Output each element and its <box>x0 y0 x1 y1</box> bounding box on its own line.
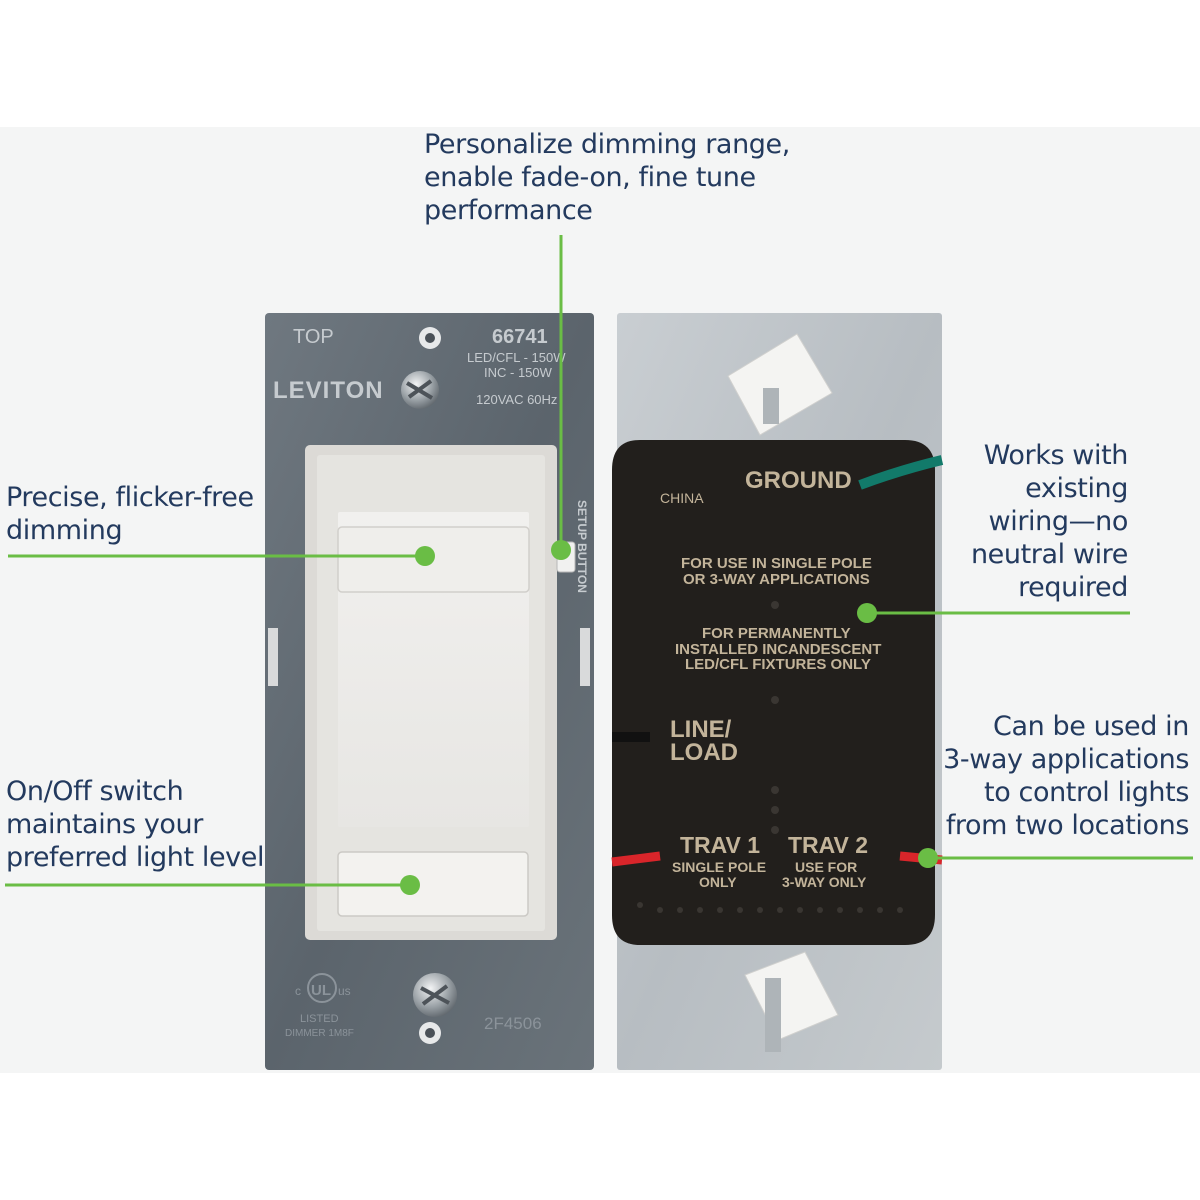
callout-dimming-line-1: Precise, flicker-free <box>6 482 254 513</box>
origin-label: CHINA <box>660 490 704 506</box>
ground-wire <box>858 455 944 490</box>
terminal-screw-bottom <box>765 978 781 1052</box>
use-note-2: OR 3-WAY APPLICATIONS <box>683 571 870 588</box>
line-label: LINE/ <box>670 716 732 743</box>
callout-onoff-line-3: preferred light level <box>6 842 265 873</box>
onoff-callout-dot <box>400 875 420 895</box>
callout-setup-line-1: Personalize dimming range, <box>424 129 790 160</box>
rating-voltage: 120VAC 60Hz <box>476 392 557 407</box>
wiring-callout-dot <box>857 603 877 623</box>
callout-dimming-line-2: dimming <box>6 515 123 546</box>
setup-callout-dot <box>551 540 571 560</box>
traveler-wire-1 <box>611 851 661 867</box>
callout-onoff: On/Off switch maintains your preferred l… <box>6 775 264 874</box>
callout-lines <box>5 235 1193 895</box>
dimmer-front: TOP 66741 LED/CFL - 150W INC - 150W 120V… <box>265 313 594 1070</box>
brand-logo: LEVITON <box>273 377 384 404</box>
trav1-sub-1: SINGLE POLE <box>672 859 766 875</box>
trav2-sub-2: 3-WAY ONLY <box>782 874 867 890</box>
svg-text:c: c <box>295 984 301 998</box>
dimmer-back: GROUND CHINA FOR USE IN SINGLE POLE OR 3… <box>611 313 944 1070</box>
callout-threeway: Can be used in 3-way applications to con… <box>943 710 1189 842</box>
callout-wiring-line-2: existing <box>1025 473 1128 504</box>
callout-wiring-line-5: required <box>1018 572 1128 603</box>
callout-threeway-line-3: to control lights <box>984 777 1189 808</box>
callout-wiring: Works with existing wiring—no neutral wi… <box>971 439 1128 604</box>
setup-button-label: SETUP BUTTON <box>575 500 589 593</box>
callout-wiring-line-3: wiring—no <box>988 506 1129 537</box>
strap-label-top: TOP <box>293 326 334 348</box>
clamp-tab-top <box>727 333 833 436</box>
callout-threeway-line-1: Can be used in <box>993 711 1189 742</box>
callout-wiring-line-1: Works with <box>983 440 1129 471</box>
model-number: 66741 <box>492 326 548 348</box>
callout-onoff-line-2: maintains your <box>6 809 203 840</box>
svg-text:DIMMER 1M8F: DIMMER 1M8F <box>285 1028 354 1039</box>
trav2-label: TRAV 2 <box>788 832 868 858</box>
callout-setup-line-3: performance <box>424 195 593 226</box>
callout-wiring-line-4: neutral wire <box>970 539 1128 570</box>
trav1-label: TRAV 1 <box>680 832 760 858</box>
callout-setup: Personalize dimming range, enable fade-o… <box>424 128 790 227</box>
mounting-screw-top <box>401 371 439 409</box>
callout-dimming: Precise, flicker-free dimming <box>6 481 254 547</box>
svg-text:LISTED: LISTED <box>300 1013 339 1025</box>
callout-threeway-line-2: 3-way applications <box>943 744 1189 775</box>
perm-note-3: LED/CFL FIXTURES ONLY <box>685 656 871 673</box>
rating-inc: INC - 150W <box>484 365 553 380</box>
load-label: LOAD <box>670 739 738 766</box>
callout-onoff-line-1: On/Off switch <box>6 776 184 807</box>
ul-listing-mark: UL c us LISTED DIMMER 1M8F <box>285 973 354 1039</box>
dimming-callout-dot <box>415 546 435 566</box>
rating-led: LED/CFL - 150W <box>467 350 566 365</box>
perm-note-2: INSTALLED INCANDESCENT <box>675 641 881 658</box>
ground-terminal-label: GROUND <box>745 467 852 494</box>
vent-dots <box>637 601 903 913</box>
callout-setup-line-2: enable fade-on, fine tune <box>424 162 756 193</box>
trav1-sub-2: ONLY <box>699 874 737 890</box>
callout-threeway-line-4: from two locations <box>945 810 1190 841</box>
svg-text:us: us <box>338 984 351 998</box>
trav2-sub-1: USE FOR <box>795 859 857 875</box>
threeway-callout-dot <box>918 848 938 868</box>
dimmer-housing <box>612 440 935 945</box>
photo-backdrop <box>0 127 1200 1073</box>
use-note-1: FOR USE IN SINGLE POLE <box>681 555 872 572</box>
mounting-screw-bottom <box>413 973 457 1017</box>
svg-text:UL: UL <box>311 982 331 999</box>
terminal-screw-top <box>763 388 779 424</box>
date-code: 2F4506 <box>484 1014 542 1033</box>
perm-note-1: FOR PERMANENTLY <box>702 625 851 642</box>
